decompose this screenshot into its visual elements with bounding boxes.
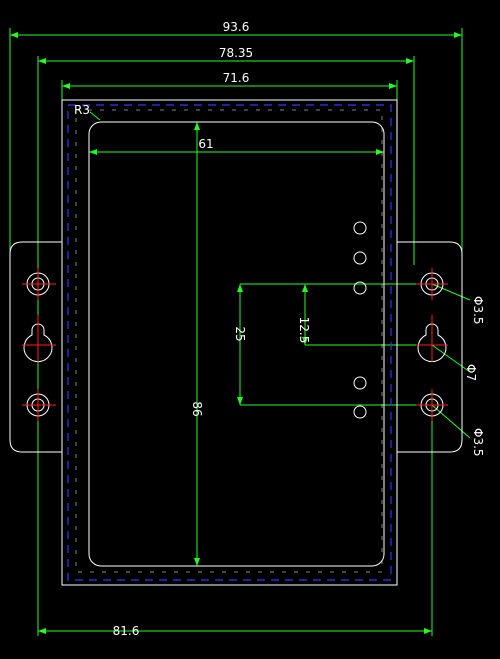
body-inner-rounded [88, 121, 385, 567]
body-outer [61, 99, 398, 586]
bottom-width-label: 81.6 [113, 624, 140, 638]
mount-width-label: 78.35 [219, 46, 253, 60]
panel-led-4 [353, 376, 367, 390]
half-spacing-label: 12.5 [297, 317, 311, 344]
panel-led-2 [353, 251, 367, 265]
inner-width-label: 61 [198, 137, 213, 151]
left-keyhole-slot [23, 323, 53, 363]
right-flange [397, 241, 463, 453]
hole-top-label: Φ3.5 [471, 296, 485, 325]
overall-width-label: 93.6 [223, 20, 250, 34]
hidden-lines [67, 104, 392, 581]
inner-height-label: 86 [190, 401, 204, 416]
right-keyhole-slot [417, 323, 447, 363]
panel-led-5 [353, 405, 367, 419]
hole-bottom-label: Φ3.5 [471, 428, 485, 457]
slot-label: Φ7 [464, 364, 478, 381]
panel-led-1 [353, 221, 367, 235]
hidden-inner-body [67, 104, 392, 581]
arrowheads [10, 32, 462, 634]
outline [9, 99, 463, 586]
center-lines [22, 268, 448, 421]
dimension-lines [10, 34, 471, 632]
body-width-label: 71.6 [223, 71, 250, 85]
slot-spacing-label: 25 [233, 326, 247, 341]
left-flange [9, 241, 62, 453]
corner-radius-label: R3 [74, 103, 90, 117]
panel-led-3 [353, 281, 367, 295]
